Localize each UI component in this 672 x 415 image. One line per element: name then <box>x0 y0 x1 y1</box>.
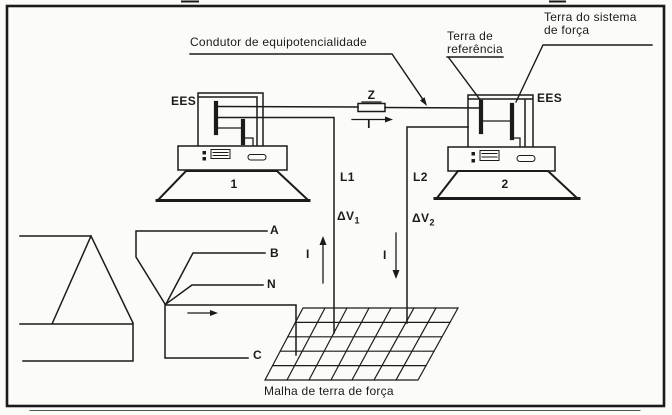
delta-v1-sub: 1 <box>354 215 360 226</box>
current-arrow-down <box>392 232 400 279</box>
power-system-ground-line2: de força <box>544 23 590 37</box>
reference-ground-callout <box>446 56 504 102</box>
phase-c-line <box>164 304 297 359</box>
ees-label-2: EES <box>537 91 563 105</box>
line-l1-label: L1 <box>340 170 355 184</box>
system-unit-2 <box>447 146 556 172</box>
monitor-1-outline <box>197 92 264 147</box>
workstation-2-number: 2 <box>501 177 509 191</box>
workstation-1 <box>155 92 311 202</box>
current-arrow-conductor <box>351 116 393 123</box>
figure-border <box>5 0 666 411</box>
delta-v2-base: ΔV <box>412 211 430 225</box>
phase-c-label: C <box>253 348 263 362</box>
delta-v2-sub: 2 <box>429 217 435 228</box>
delta-v1-label: ΔV1 <box>337 210 359 227</box>
reference-ground-line1: Terra de <box>447 29 494 43</box>
phase-a-line <box>135 230 268 306</box>
power-system-ground-callout <box>515 44 653 103</box>
impedance-label: Z <box>367 88 376 102</box>
line-l1 <box>217 116 335 334</box>
reference-ground-line2: referência <box>447 42 503 56</box>
neutral-label: N <box>267 277 277 291</box>
equipotential-conductor-callout <box>189 53 427 106</box>
ees-label-1: EES <box>171 94 197 108</box>
equipotential-conductor-label: Condutor de equipotencialidade <box>190 35 367 49</box>
reference-ground-label: Terra de referência <box>447 30 503 56</box>
current-label-z: I <box>367 117 371 131</box>
power-system-ground-label: Terra do sistema de força <box>544 11 637 37</box>
impedance-box <box>357 101 386 113</box>
phase-b-label: B <box>270 246 280 260</box>
phase-a-label: A <box>270 223 280 237</box>
power-system-ground-line1: Terra do sistema <box>544 10 637 24</box>
current-arrow-up <box>319 236 327 284</box>
delta-winding <box>19 234 135 362</box>
current-label-up: I <box>306 247 310 261</box>
ground-mesh-caption: Malha de terra de força <box>264 384 394 398</box>
equipotential-conductor-line <box>217 105 481 109</box>
monitor-2-outline <box>467 94 534 148</box>
system-unit-2-details <box>471 150 536 163</box>
workstation-2 <box>433 94 581 200</box>
delta-v1-base: ΔV <box>337 209 355 223</box>
line-l2-label: L2 <box>413 170 428 184</box>
feeder-lines <box>135 230 297 359</box>
phase-b-line <box>164 252 266 306</box>
current-arrow-neutral <box>210 310 218 316</box>
delta-v2-label: ΔV2 <box>412 212 434 229</box>
current-label-down: I <box>383 248 387 262</box>
system-unit-1 <box>177 145 288 171</box>
system-unit-1-details <box>202 149 267 161</box>
neutral-line <box>164 284 264 306</box>
line-l2 <box>406 126 469 324</box>
workstation-1-number: 1 <box>230 177 238 191</box>
